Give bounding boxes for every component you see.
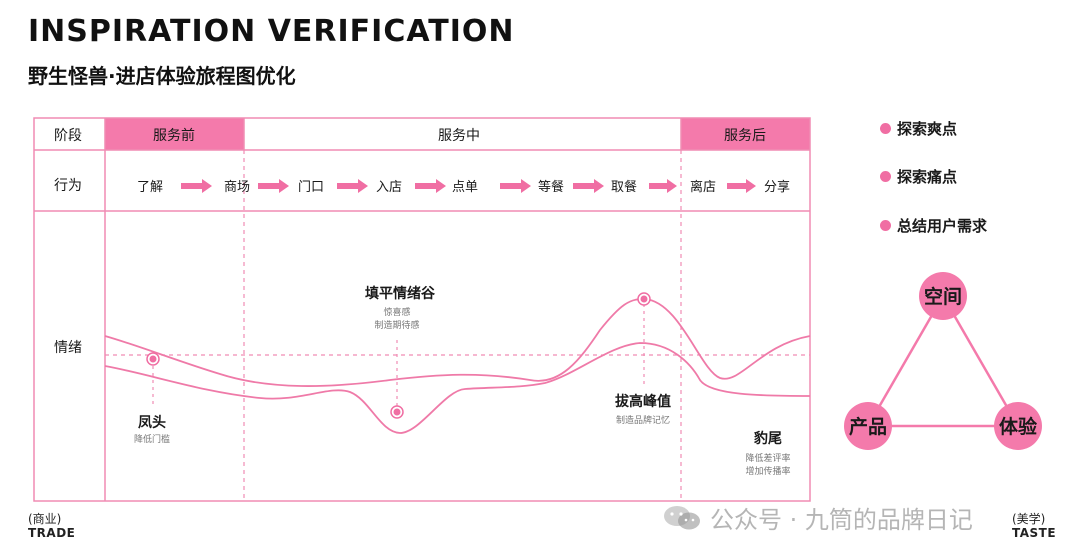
behavior-step: 分享 — [764, 179, 790, 195]
behavior-step: 等餐 — [538, 179, 564, 195]
stage-cell-after — [681, 118, 810, 150]
arrow-right-icon — [258, 179, 289, 193]
legend-label: 探索爽点 — [897, 120, 958, 138]
marker-valley — [390, 405, 404, 419]
triangle-label-top: 空间 — [924, 285, 962, 308]
annotation-peak-title: 拔高峰值 — [615, 393, 671, 410]
stage-cell-before — [105, 118, 244, 150]
corner-label-right: (美学) TASTE — [1012, 512, 1056, 540]
behavior-step: 了解 — [137, 180, 163, 195]
row-header-emotion: 情绪 — [54, 340, 82, 356]
behavior-step: 入店 — [376, 180, 402, 195]
arrow-right-icon — [649, 179, 677, 193]
row-header-stage: 阶段 — [54, 128, 82, 144]
annotation-peak-note: 制造品牌记忆 — [616, 414, 670, 426]
journey-table-grid — [33, 117, 811, 502]
bullet-dot-icon — [880, 171, 891, 182]
triangle-node-product — [844, 402, 892, 450]
triangle-node-experience — [994, 402, 1042, 450]
legend-label: 探索痛点 — [897, 168, 958, 186]
arrow-right-icon — [727, 179, 756, 193]
legend-label: 总结用户需求 — [897, 217, 988, 235]
triangle-node-space — [919, 272, 967, 320]
bullet-dot-icon — [880, 123, 891, 134]
behavior-step: 离店 — [690, 179, 716, 195]
corner-label-left: (商业) TRADE — [28, 512, 75, 540]
annotation-baowei-note: 增加传播率 — [745, 465, 790, 477]
watermark-text: 公众号 · 九筒的品牌日记 — [710, 506, 973, 534]
stage-label-before: 服务前 — [153, 127, 195, 144]
page-subtitle: 野生怪兽·进店体验旅程图优化 — [28, 64, 296, 88]
marker-peak — [637, 292, 651, 306]
triangle-label-left: 产品 — [849, 415, 887, 438]
stage-label-during: 服务中 — [438, 128, 480, 144]
arrow-right-icon — [181, 179, 212, 193]
corner-right-cn: (美学) — [1012, 512, 1046, 526]
corner-left-en: TRADE — [28, 526, 76, 540]
behavior-step: 点单 — [452, 180, 478, 195]
behavior-step: 商场 — [224, 180, 250, 195]
watermark: 公众号 · 九筒的品牌日记 — [662, 500, 973, 535]
annotation-valley-note: 制造期待感 — [374, 319, 419, 331]
arrow-right-icon — [337, 179, 368, 193]
arrow-right-icon — [415, 179, 446, 193]
stage-dividers — [105, 150, 810, 501]
legend-item: 探索痛点 — [880, 166, 957, 187]
annotation-baowei-title: 豹尾 — [753, 430, 782, 447]
legend-item: 探索爽点 — [880, 118, 957, 139]
annotation-valley-note: 惊喜感 — [383, 306, 410, 318]
behavior-step: 门口 — [298, 180, 324, 195]
wechat-icon — [664, 505, 700, 529]
legend-item: 总结用户需求 — [880, 215, 987, 236]
annotation-valley-title: 填平情绪谷 — [365, 285, 436, 302]
bullet-dot-icon — [880, 220, 891, 231]
triangle-label-right: 体验 — [999, 415, 1038, 438]
triangle-diagram: 空间 产品 体验 — [844, 272, 1042, 450]
annotation-fengtou-note: 降低门槛 — [134, 433, 170, 445]
behavior-step: 取餐 — [611, 179, 637, 195]
annotation-fengtou-title: 凤头 — [138, 414, 166, 431]
marker-fengtou — [146, 352, 160, 366]
emotion-curve-upper — [104, 298, 811, 387]
page-title: INSPIRATION VERIFICATION — [28, 14, 515, 49]
stage-label-after: 服务后 — [724, 128, 766, 144]
row-header-behavior: 行为 — [54, 178, 82, 194]
emotion-curve-lower — [104, 342, 811, 434]
corner-left-cn: (商业) — [28, 512, 62, 526]
corner-right-en: TASTE — [1012, 526, 1057, 540]
arrow-right-icon — [500, 179, 531, 193]
annotation-baowei-note: 降低差评率 — [745, 452, 790, 464]
arrow-right-icon — [573, 179, 604, 193]
